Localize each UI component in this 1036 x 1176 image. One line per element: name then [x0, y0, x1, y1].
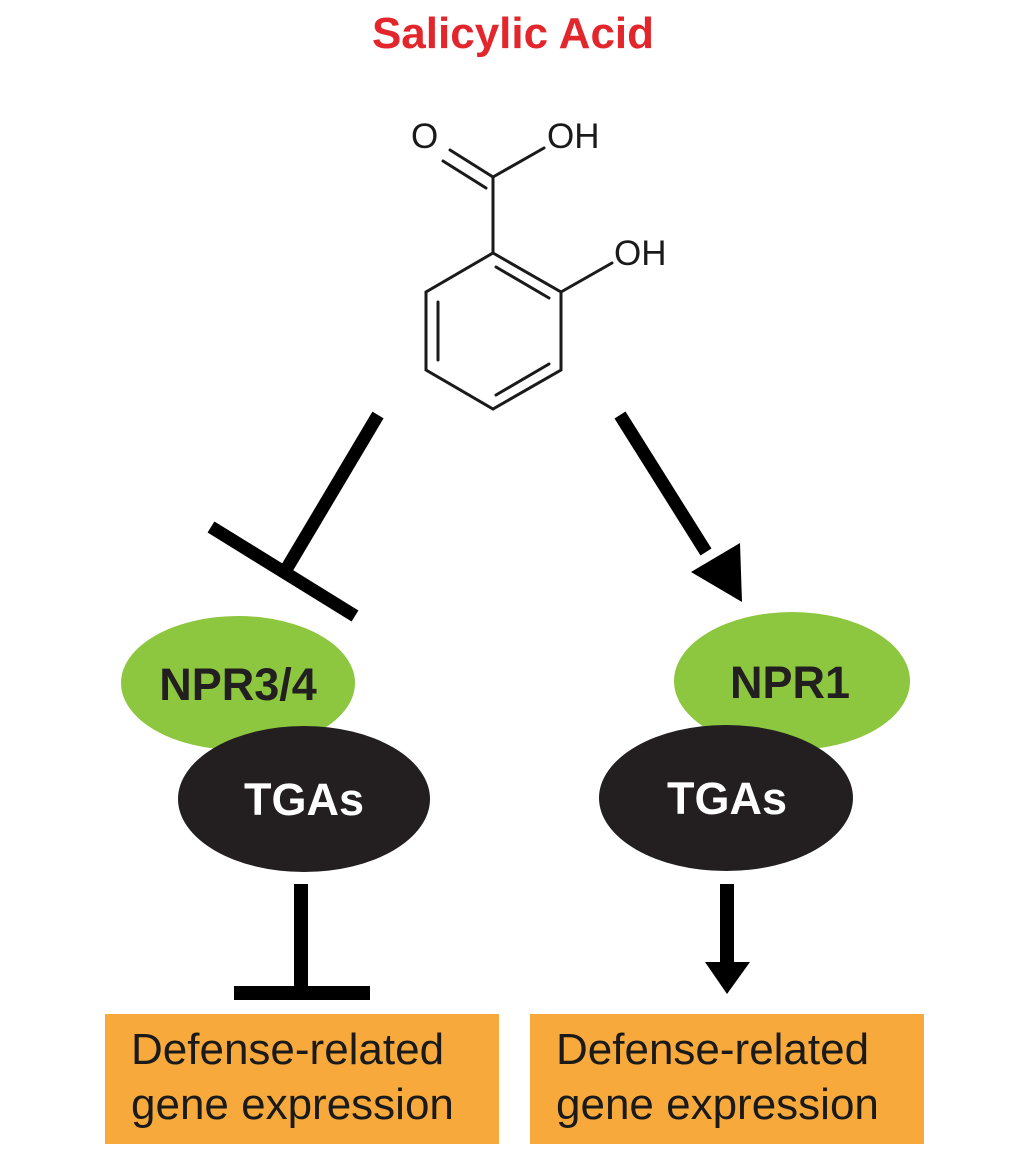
inhibition-arrow-left: [207, 411, 384, 622]
activation-arrow-down-right: [705, 884, 750, 994]
output-right-line2: gene expression: [556, 1080, 879, 1129]
phenol-hydroxyl-label: OH: [614, 234, 667, 273]
output-right-line1: Defense-related: [556, 1025, 869, 1074]
activation-arrow-right: [614, 411, 742, 602]
output-left-line2: gene expression: [131, 1080, 454, 1129]
tgas-label-left: TGAs: [244, 774, 364, 825]
npr1-label: NPR1: [730, 657, 850, 708]
npr34-label: NPR3/4: [159, 659, 317, 710]
output-box-left: [105, 1014, 499, 1144]
inhibition-bar-left: [234, 884, 370, 1000]
benzene-ring: [424, 251, 563, 411]
output-left-line1: Defense-related: [131, 1025, 444, 1074]
npr1-ellipse: [674, 612, 910, 750]
carboxyl-hydroxyl-label: OH: [547, 117, 600, 156]
tgas-label-right: TGAs: [667, 773, 787, 824]
carbonyl-oxygen-label: O: [411, 117, 438, 156]
tgas-ellipse-right: [599, 725, 853, 871]
npr34-ellipse: [121, 616, 355, 750]
tgas-ellipse-left: [178, 726, 430, 872]
salicylic-acid-structure: [424, 146, 614, 411]
output-box-right: [530, 1014, 924, 1144]
diagram-title: Salicylic Acid: [372, 9, 654, 58]
